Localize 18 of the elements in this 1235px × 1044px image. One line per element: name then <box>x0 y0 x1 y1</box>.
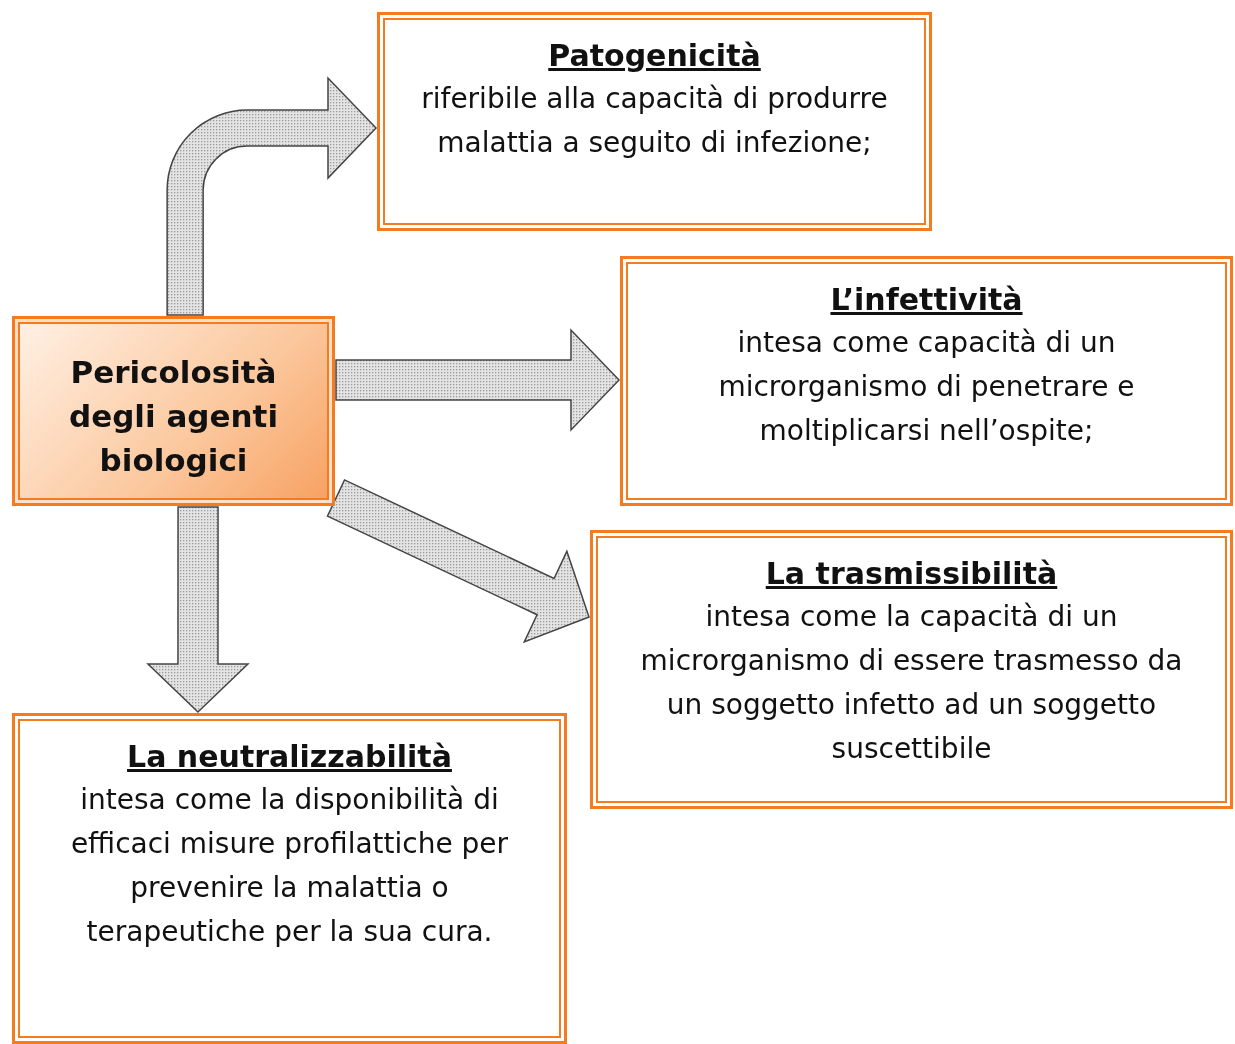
topic-title: Pericolosità degli agenti biologici <box>67 353 280 480</box>
definition-box <box>12 713 567 1044</box>
definition-heading: Patogenicità <box>548 37 761 75</box>
block-arrow <box>335 328 621 432</box>
definition-heading: La neutralizzabilità <box>127 738 452 776</box>
definition-text: intesa come capacità di un microrganismo di penetrare e moltiplicarsi nell’ospite; <box>717 325 1136 449</box>
definition-box <box>377 12 932 231</box>
block-arrow <box>166 77 377 316</box>
definition-text: intesa come la capacità di un microrganismo di essere trasmesso da un soggetto infetto ad un soggetto suscettibile <box>639 599 1184 767</box>
block-arrow <box>326 478 590 644</box>
definition-text: riferibile alla capacità di produrre malattia a seguito di infezione; <box>420 81 889 161</box>
block-arrow <box>146 506 250 714</box>
definition-box <box>620 256 1233 506</box>
definition-text: intesa come la disponibilità di efficaci misure profilattiche per prevenire la malattia o terapeutiche per la sua cura. <box>69 782 510 950</box>
topic-box <box>12 316 335 506</box>
definition-heading: La trasmissibilità <box>765 555 1058 593</box>
definition-box <box>590 530 1233 809</box>
definition-heading: L’infettività <box>830 281 1023 319</box>
